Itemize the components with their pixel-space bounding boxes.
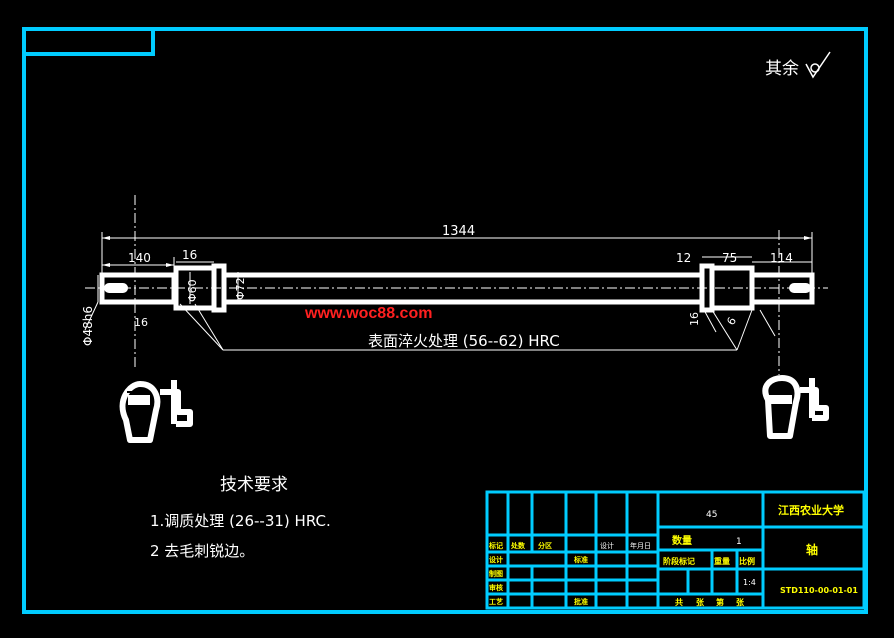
dim-right-12: 12 bbox=[676, 251, 691, 265]
dim-left-dia-1: Φ60 bbox=[186, 279, 199, 302]
weight-label: 重量 bbox=[714, 556, 730, 566]
title-block bbox=[485, 490, 866, 610]
quantity-value: 1 bbox=[736, 537, 742, 547]
row-label-zone: 分区 bbox=[538, 541, 552, 550]
stage-mark-label: 阶段标记 bbox=[663, 556, 695, 566]
sheet-current: 第 bbox=[716, 597, 724, 607]
sheet-unit-2: 张 bbox=[736, 598, 745, 607]
dim-shaft-dia: Φ48h6 bbox=[81, 306, 95, 346]
school-name: 江西农业大学 bbox=[778, 503, 844, 517]
dim-left-dia-2: Φ72 bbox=[234, 277, 247, 300]
row-label-drafting: 制图 bbox=[489, 569, 503, 578]
dimension-arrows bbox=[102, 236, 812, 267]
dim-bottom-right-6: 6 bbox=[724, 315, 739, 328]
dim-left-end: 140 bbox=[128, 251, 151, 265]
row-label-review: 审核 bbox=[489, 583, 503, 592]
keyways bbox=[104, 283, 811, 293]
roughness-label: 其余 bbox=[765, 59, 799, 79]
row-label-mark: 标记 bbox=[488, 541, 503, 550]
outer-frame bbox=[22, 27, 868, 614]
dim-bottom-right-16: 16 bbox=[688, 312, 701, 326]
part-name: 轴 bbox=[806, 542, 818, 557]
row-label-count: 处数 bbox=[510, 541, 526, 550]
scale-label: 比例 bbox=[739, 556, 755, 566]
corner-box bbox=[24, 29, 155, 56]
section-view-right bbox=[762, 375, 829, 439]
section-view-left bbox=[119, 380, 193, 443]
quantity-label: 数量 bbox=[672, 534, 692, 547]
tech-req-item-1: 1.调质处理 (26--31) HRC. bbox=[150, 512, 331, 530]
dim-right-75: 75 bbox=[722, 251, 737, 265]
drawing-number: STD110-00-01-01 bbox=[780, 586, 858, 595]
scale-value: 1:4 bbox=[743, 578, 756, 587]
surface-treatment-note: 表面淬火处理 (56--62) HRC bbox=[368, 332, 560, 350]
col-label-standard: 标准 bbox=[573, 555, 588, 564]
date-label: 年月日 bbox=[630, 541, 651, 550]
sheet-unit-1: 张 bbox=[696, 598, 705, 607]
dim-bottom-left-16: 16 bbox=[134, 316, 148, 329]
col-label-design: 设计 bbox=[600, 541, 614, 550]
row-label-process: 工艺 bbox=[489, 597, 503, 606]
col-label-approve: 批准 bbox=[574, 597, 588, 606]
sheet-total: 共 bbox=[675, 597, 683, 607]
row-label-design: 设计 bbox=[489, 555, 503, 564]
tech-req-title: 技术要求 bbox=[220, 475, 288, 495]
dim-total-length: 1344 bbox=[442, 224, 475, 239]
dim-left-collar: 16 bbox=[182, 248, 197, 262]
material-value: 45 bbox=[706, 510, 717, 520]
dimension-lines bbox=[84, 232, 813, 351]
dim-right-114: 114 bbox=[770, 251, 793, 265]
shaft bbox=[99, 263, 815, 313]
tech-req-item-2: 2 去毛刺锐边。 bbox=[150, 542, 254, 560]
roughness-check-icon bbox=[805, 51, 831, 79]
watermark-text: www.woc88.com bbox=[304, 305, 432, 322]
